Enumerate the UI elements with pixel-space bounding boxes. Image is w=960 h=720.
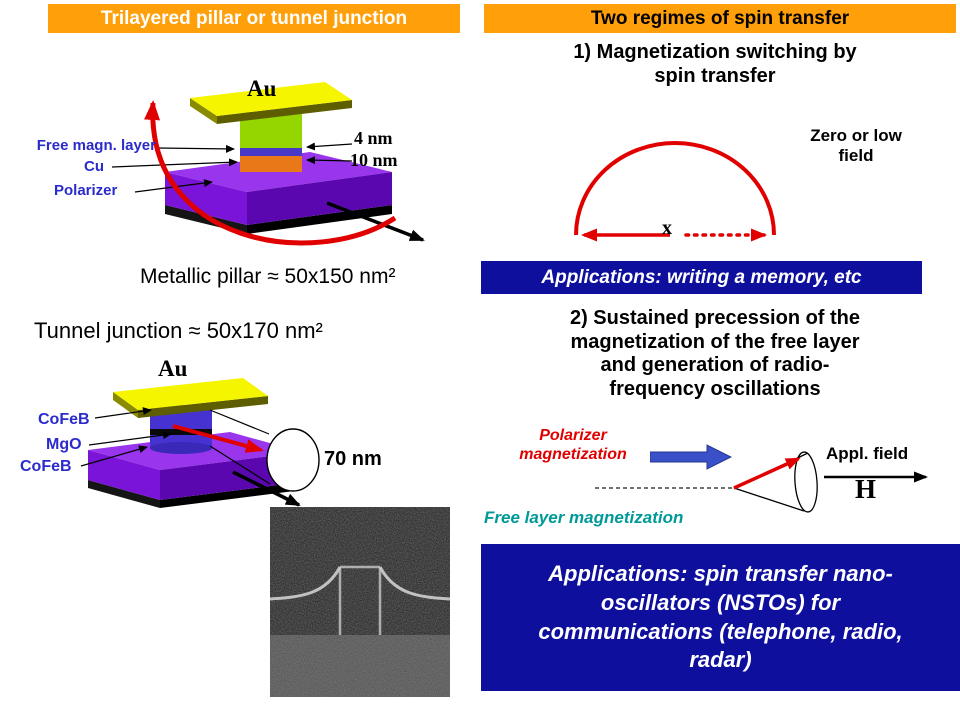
au-plate-top (190, 82, 352, 116)
spin-current-arrow (144, 100, 397, 246)
polarizer-label: Polarizer (54, 182, 118, 199)
au-plate-edge (217, 100, 352, 124)
switch-arc (574, 141, 776, 236)
dim-10nm-pointer (306, 156, 353, 165)
blue-arrow-shape (650, 444, 732, 470)
polarizer-magnetization-arrow (650, 444, 732, 470)
dim-4nm-label: 4 nm (354, 128, 393, 148)
cofeb-top-pointer (94, 407, 152, 419)
cu-layer (240, 156, 302, 172)
magnetization-arrow (172, 424, 264, 453)
tem-noise (270, 507, 450, 697)
tunnel-junction-caption: Tunnel junction ≈ 50x170 nm² (34, 318, 323, 343)
tunnel-junction-diagram (80, 378, 320, 508)
left-header: Trilayered pillar or tunnel junction (48, 4, 460, 33)
right-header: Two regimes of spin transfer (484, 4, 956, 33)
polarizer-magnetization-label: Polarizer magnetization (519, 427, 627, 464)
precession-cone-diagram (595, 451, 818, 513)
cone-mouth-ellipse (794, 451, 818, 513)
field-symbol-h: H (855, 474, 877, 504)
tem-left-contour (270, 566, 342, 601)
memory-applications-banner: Applications: writing a memory, etc (481, 261, 922, 294)
base-front (88, 450, 160, 500)
mgo-label: MgO (46, 436, 82, 453)
cofeb-top-label: CoFeB (38, 411, 90, 428)
applied-field-label: Appl. field (826, 444, 909, 463)
dim-10nm-label: 10 nm (350, 150, 398, 170)
au-label-pillar: Au (247, 76, 277, 101)
free-layer-magnetization-label: Free layer magnetization (484, 508, 684, 527)
free-layer (240, 148, 302, 156)
cofeb-bottom-pointer (80, 445, 148, 467)
regime2-title: 2) Sustained precession of the magnetiza… (569, 307, 861, 400)
oscillator-applications-banner: Applications: spin transfer nano- oscill… (481, 544, 960, 691)
dim-70nm-label: 70 nm (324, 448, 382, 470)
cofeb-bottom-label: CoFeB (20, 458, 72, 475)
cylinder-bottom (150, 442, 212, 454)
cu-label: Cu (84, 158, 104, 175)
tem-right-contour (378, 566, 450, 601)
polarizer-base-side (247, 172, 392, 225)
free-layer-label: Free magn. layer (36, 137, 156, 154)
regime1-title: 1) Magnetization switching by spin trans… (573, 41, 857, 87)
zero-low-field-note: Zero or low field (810, 126, 902, 166)
au-plate-edge-left (190, 98, 217, 124)
base-shadow-front (88, 480, 160, 508)
tem-micrograph (270, 507, 450, 697)
mgo-pointer (88, 431, 172, 446)
current-arrow (326, 201, 425, 242)
cone-line-top (209, 409, 270, 435)
au-plate-edge-left (113, 392, 138, 418)
precession-ellipse (266, 428, 320, 492)
applied-field-arrow (824, 471, 928, 483)
cone-edge-bottom (733, 487, 805, 512)
free-layer-magnetization-arrow (733, 457, 801, 490)
au-label-tunnel: Au (158, 356, 188, 381)
free-layer-pointer (157, 144, 235, 153)
tem-pillar (338, 565, 382, 635)
current-arrow (232, 470, 301, 507)
cone-line-bottom (209, 445, 271, 485)
x-axis-label: x (662, 217, 672, 239)
cu-pointer (111, 158, 238, 168)
metallic-pillar-caption: Metallic pillar ≈ 50x150 nm² (140, 265, 396, 288)
au-plate-top (113, 378, 268, 410)
switching-diagram (574, 141, 776, 242)
tem-substrate (270, 635, 450, 697)
au-plate-edge (138, 396, 268, 418)
mgo-barrier (150, 429, 212, 435)
metallic-pillar-diagram (111, 82, 425, 246)
dim-4nm-pointer (306, 142, 353, 151)
